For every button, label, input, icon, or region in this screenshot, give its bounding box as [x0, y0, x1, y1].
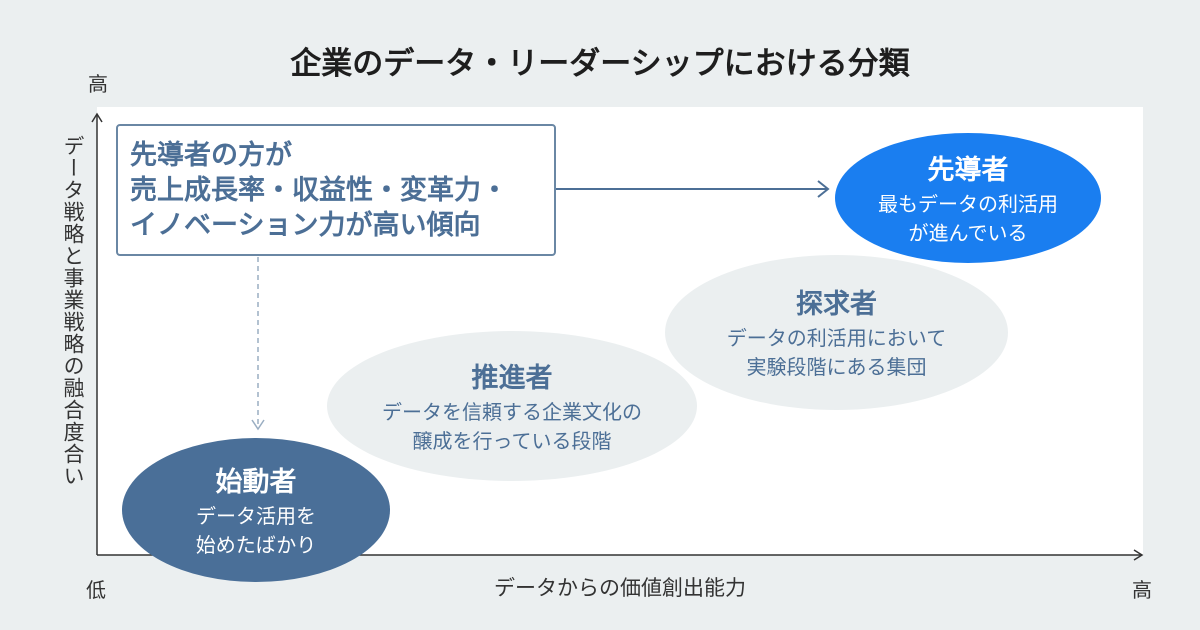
y-axis-high-label: 高 — [88, 74, 108, 96]
group-desc: 最もデータの利活用 — [878, 193, 1058, 216]
page-title: 企業のデータ・リーダーシップにおける分類 — [290, 46, 910, 81]
x-axis-label: データからの価値創出能力 — [494, 577, 746, 600]
group-starter: 始動者 データ活用を 始めたばかり — [122, 438, 390, 582]
group-desc: データを信頼する企業文化の — [382, 401, 642, 424]
y-axis-label: データ戦略と事業戦略の融合度合い — [61, 135, 84, 487]
x-axis-low-label: 低 — [86, 580, 106, 602]
group-name: 先導者 — [927, 154, 1009, 185]
group-desc: 実験段階にある集団 — [746, 357, 927, 379]
x-axis-high-label: 高 — [1132, 580, 1152, 602]
group-name: 始動者 — [215, 466, 297, 497]
group-desc: が進んでいる — [908, 222, 1028, 245]
x-axis-arrow-icon — [1133, 549, 1144, 561]
group-name: 推進者 — [471, 362, 553, 393]
group-desc: データ活用を — [196, 505, 316, 528]
arrow-head-icon — [817, 180, 830, 198]
group-explorer: 探求者 データの利活用において 実験段階にある集団 — [665, 255, 1008, 410]
group-desc: データの利活用において — [726, 328, 947, 350]
group-desc: 始めたばかり — [195, 534, 317, 557]
callout-box: 先導者の方が 売上成長率・収益性・変革力・ イノベーション力が高い傾向 — [116, 124, 556, 256]
callout-line: イノベーション力が高い傾向 — [130, 210, 481, 240]
group-desc: 醸成を行っている段階 — [412, 430, 612, 453]
callout-line: 売上成長率・収益性・変革力・ — [130, 175, 508, 205]
group-leader: 先導者 最もデータの利活用 が進んでいる — [835, 133, 1101, 263]
callout-line: 先導者の方が — [130, 140, 292, 170]
group-name: 探求者 — [796, 289, 877, 319]
group-promoter: 推進者 データを信頼する企業文化の 醸成を行っている段階 — [327, 331, 697, 481]
dashed-arrow-head-icon — [251, 419, 265, 431]
y-axis-arrow-icon — [91, 112, 103, 123]
